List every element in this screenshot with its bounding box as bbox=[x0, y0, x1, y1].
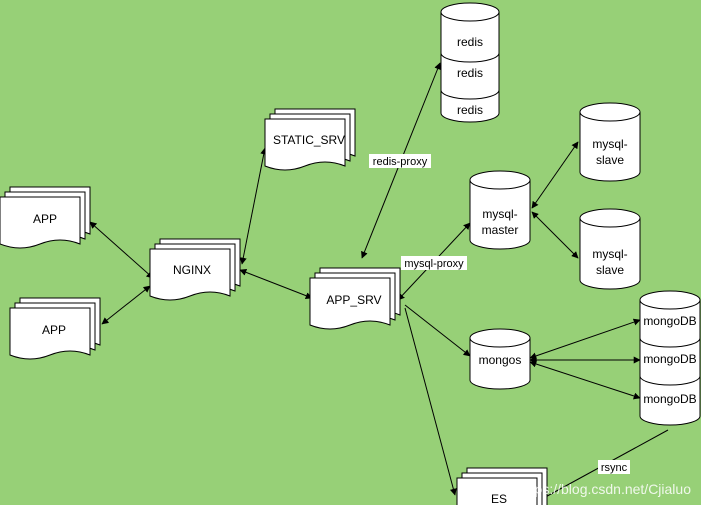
edge-nginx-appsrv bbox=[239, 269, 313, 299]
edge-appsrv-es bbox=[404, 307, 457, 496]
node-mysql-master[interactable]: mysql- master bbox=[469, 170, 531, 250]
node-mysql-slave-bottom-label-1: mysql- bbox=[592, 247, 627, 261]
node-app-srv[interactable]: APP_SRV bbox=[309, 267, 401, 330]
edge-master-slave-bottom bbox=[531, 211, 579, 259]
node-mysql-slave-top-label-2: slave bbox=[596, 153, 624, 167]
node-mysql-slave-top-label-1: mysql- bbox=[592, 137, 627, 151]
edge-label-mysql-proxy-text: mysql-proxy bbox=[404, 258, 464, 270]
node-mysql-slave-bottom-label-2: slave bbox=[596, 263, 624, 277]
node-redis-cluster[interactable]: redis redis redis bbox=[440, 2, 500, 123]
node-redis-2-label: redis bbox=[457, 66, 483, 80]
node-es-label: ES bbox=[491, 492, 507, 505]
node-mysql-master-label-2: master bbox=[482, 223, 519, 237]
edge-label-mysql-proxy: mysql-proxy bbox=[401, 256, 467, 270]
node-app-srv-label: APP_SRV bbox=[326, 293, 381, 307]
node-app-top[interactable]: APP bbox=[0, 186, 91, 249]
node-mysql-master-label-1: mysql- bbox=[482, 207, 517, 221]
node-app-bottom-label: APP bbox=[42, 323, 66, 337]
node-nginx-label: NGINX bbox=[173, 263, 211, 277]
edge-mongos-mongodb-1 bbox=[529, 318, 641, 360]
edge-label-rsync: rsync bbox=[598, 460, 630, 474]
edge-nginx-static bbox=[239, 147, 268, 265]
node-redis-1-label: redis bbox=[457, 35, 483, 49]
node-mongos[interactable]: mongos bbox=[469, 328, 531, 390]
edge-mongos-mongodb-3 bbox=[529, 360, 641, 400]
node-app-top-label: APP bbox=[33, 212, 57, 226]
node-mongos-label: mongos bbox=[479, 353, 522, 367]
node-mongodb-1-label: mongoDB bbox=[643, 314, 696, 328]
node-static-srv-label: STATIC_SRV bbox=[273, 133, 345, 147]
edge-app-top-nginx bbox=[89, 221, 154, 279]
node-redis-3-label: redis bbox=[457, 103, 483, 117]
edge-label-rsync-text: rsync bbox=[601, 462, 628, 474]
edge-label-redis-proxy: redis-proxy bbox=[369, 154, 431, 168]
node-mongodb-cluster[interactable]: mongoDB mongoDB mongoDB bbox=[639, 290, 701, 426]
edge-label-redis-proxy-text: redis-proxy bbox=[373, 156, 428, 168]
node-app-bottom[interactable]: APP bbox=[9, 297, 101, 360]
edge-appsrv-mongos bbox=[404, 304, 471, 357]
node-mysql-slave-bottom[interactable]: mysql- slave bbox=[579, 208, 641, 290]
edge-app-bottom-nginx bbox=[101, 285, 151, 325]
node-mongodb-3-label: mongoDB bbox=[643, 392, 696, 406]
node-mongodb-2-label: mongoDB bbox=[643, 352, 696, 366]
node-mysql-slave-top[interactable]: mysql- slave bbox=[579, 102, 641, 182]
node-es[interactable]: ES bbox=[456, 467, 548, 505]
node-static-srv[interactable]: STATIC_SRV bbox=[264, 108, 356, 171]
watermark: https://blog.csdn.net/Cjialuo bbox=[519, 481, 691, 497]
edge-master-slave-top bbox=[531, 141, 579, 209]
node-nginx[interactable]: NGINX bbox=[149, 238, 241, 301]
